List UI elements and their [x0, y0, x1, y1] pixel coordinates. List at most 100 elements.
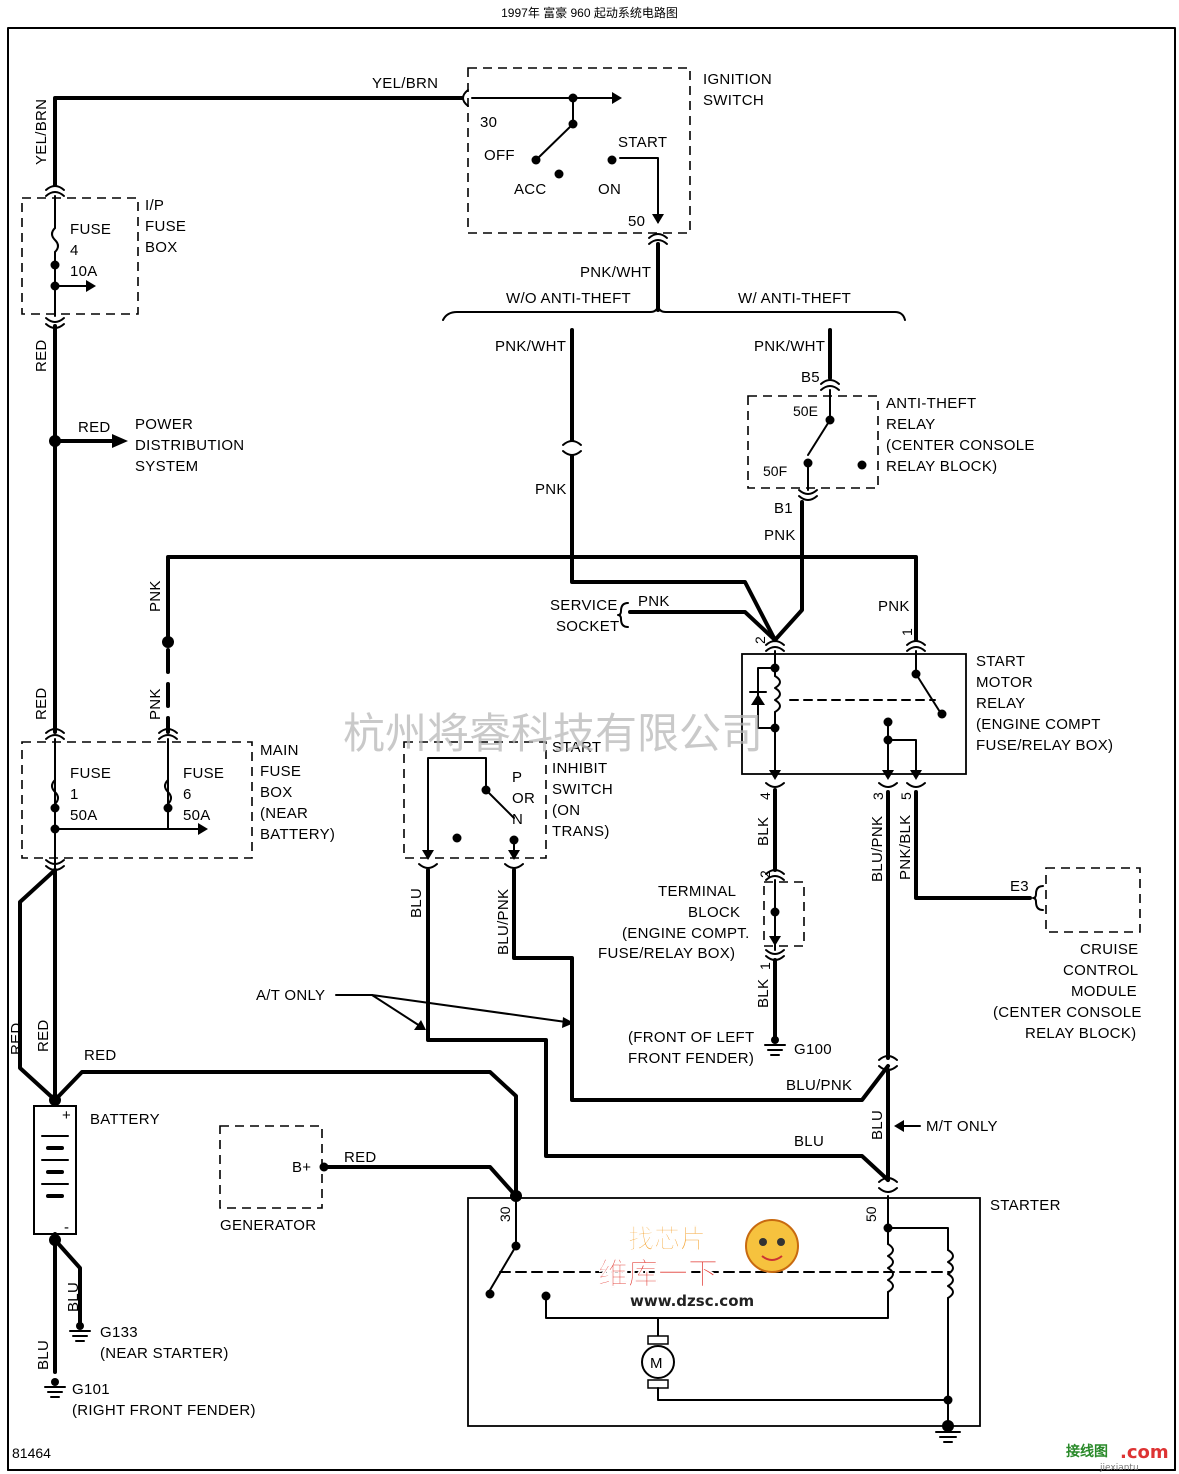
battery-minus: - [64, 1219, 69, 1236]
cruise-label-2: CONTROL [1063, 962, 1138, 979]
corner-logo-pinyin: jiexiantu [1099, 1463, 1139, 1473]
figure-number: 81464 [12, 1445, 51, 1461]
starter-pin-50: 50 [863, 1206, 879, 1222]
logo-url: www.dzsc.com [630, 1292, 754, 1310]
starter: 30 50 STARTER M [467, 1190, 1060, 1443]
wire-label-pnk-wo: PNK [535, 481, 567, 498]
main-fuse-box: FUSE 1 50A FUSE 6 50A MAIN FUSE BOX (NEA… [21, 728, 335, 871]
wire-label-pnk-wht-wo: PNK/WHT [495, 338, 566, 355]
inhibit-pos-p: P [512, 769, 522, 786]
g101-label: G101 [72, 1381, 110, 1398]
anti-theft-relay: 50E 50F B5 B1 ANTI-THEFT RELAY (CENTER C… [747, 328, 1034, 517]
inhibit-pos-n: N [512, 811, 523, 828]
wire-label-red-upper: RED [33, 339, 50, 372]
main-fuse-box-label-4: (NEAR [260, 805, 308, 822]
starter-pin-30: 30 [497, 1206, 513, 1222]
logo-text-2: 维库一下 [598, 1257, 718, 1292]
wire-label-red-mid: RED [33, 687, 50, 720]
main-fuse6-label: FUSE [183, 765, 224, 782]
anti-theft-label-1: ANTI-THEFT [886, 395, 977, 412]
start-inhibit-switch: P OR N START INHIBIT SWITCH (ON TRANS) [403, 739, 613, 869]
wire-label-red-pds: RED [78, 419, 111, 436]
relay-pin-3: 3 [870, 792, 886, 800]
wire-label-red-starter: RED [84, 1047, 117, 1064]
g101-location: (RIGHT FRONT FENDER) [72, 1402, 256, 1419]
corner-logo: 接线图 .com jiexiantu [1066, 1442, 1169, 1473]
wire-label-pnk-relay-pin1: PNK [878, 598, 910, 615]
terminal-block-label-4: FUSE/RELAY BOX) [598, 945, 735, 962]
wire-label-blk-lower: BLK [755, 979, 772, 1008]
relay-pin-2: 2 [752, 636, 768, 644]
terminal-block-pin-1: 1 [757, 962, 773, 970]
terminal-block-label-3: (ENGINE COMPT. [622, 925, 750, 942]
terminal-block-pin-2: 2 [757, 870, 773, 878]
g133-location: (NEAR STARTER) [100, 1345, 229, 1362]
ignition-acc: ACC [514, 181, 547, 198]
wire-label-blu-mt: BLU [869, 1110, 886, 1140]
inhibit-pos-or: OR [512, 790, 535, 807]
cruise-control-module: E3 CRUISE CONTROL MODULE (CENTER CONSOLE… [993, 867, 1142, 1042]
main-fuse6-number: 6 [183, 786, 192, 803]
cruise-label-4: (CENTER CONSOLE [993, 1004, 1142, 1021]
main-fuse-box-label-1: MAIN [260, 742, 299, 759]
ground-g100: G100 (FRONT OF LEFT FRONT FENDER) [628, 1029, 832, 1067]
cruise-conn-e3: E3 [1010, 878, 1029, 895]
generator-terminal: B+ [292, 1159, 311, 1176]
watermark: 杭州将睿科技有限公司 [343, 709, 763, 758]
main-fuse1-rating: 50A [70, 807, 98, 824]
wire-label-blu-g101: BLU [35, 1340, 52, 1370]
main-fuse1-label: FUSE [70, 765, 111, 782]
relay-label-4: (ENGINE COMPT [976, 716, 1101, 733]
ignition-off: OFF [484, 147, 515, 164]
relay-label-5: FUSE/RELAY BOX) [976, 737, 1113, 754]
corner-logo-cn: 接线图 [1066, 1443, 1108, 1460]
main-fuse-box-label-5: BATTERY) [260, 826, 335, 843]
relay-label-2: MOTOR [976, 674, 1033, 691]
wire-label-yel-brn-top: YEL/BRN [372, 75, 438, 92]
wire-label-pnk-wht-ign: PNK/WHT [580, 264, 651, 281]
relay-label-1: START [976, 653, 1025, 670]
wire-label-blk-upper: BLK [755, 817, 772, 846]
wire-label-blu-pnk-relay: BLU/PNK [869, 816, 886, 882]
ignition-switch: IGNITION SWITCH 30 OFF ACC ON START 50 [53, 67, 772, 312]
logo-text-1: 找芯片 [628, 1225, 706, 1255]
main-fuse-box-label-3: BOX [260, 784, 293, 801]
anti-theft-pin-50f: 50F [763, 463, 787, 479]
anti-theft-conn-b5: B5 [801, 369, 820, 386]
terminal-block-label-2: BLOCK [688, 904, 740, 921]
inhibit-label-4: (ON [552, 802, 580, 819]
wire-label-blu-starter: BLU [794, 1133, 824, 1150]
wire-label-pnk-blk: PNK/BLK [897, 815, 914, 880]
battery-label: BATTERY [90, 1111, 160, 1128]
wire-label-pnk-left-upper: PNK [147, 580, 164, 612]
anti-theft-label-2: RELAY [886, 416, 936, 433]
g100-label: G100 [794, 1041, 832, 1058]
relay-label-3: RELAY [976, 695, 1026, 712]
mt-only-label: M/T ONLY [926, 1118, 998, 1135]
battery: + - BATTERY [33, 1105, 160, 1236]
ignition-start: START [618, 134, 667, 151]
inhibit-label-5: TRANS) [552, 823, 610, 840]
service-socket-label-2: SOCKET [556, 618, 619, 635]
ip-fuse-box-label-3: BOX [145, 239, 178, 256]
inhibit-label-3: SWITCH [552, 781, 613, 798]
inhibit-label-2: INHIBIT [552, 760, 607, 777]
relay-pin-5: 5 [898, 792, 914, 800]
pds-line-1: POWER [135, 416, 193, 433]
at-only-note: A/T ONLY [256, 987, 574, 1030]
wire-label-yel-brn-vertical: YEL/BRN [33, 99, 50, 165]
ip-fuse-rating: 10A [70, 263, 98, 280]
ip-fuse-box: FUSE 4 10A I/P FUSE BOX [21, 185, 186, 329]
branch-wo-anti-theft: W/O ANTI-THEFT [506, 290, 631, 307]
ignition-pin-30: 30 [480, 114, 497, 131]
battery-plus: + [62, 1107, 71, 1124]
g100-location-2: FRONT FENDER) [628, 1050, 754, 1067]
wire-label-pnk-left-lower: PNK [147, 688, 164, 720]
pds-line-3: SYSTEM [135, 458, 198, 475]
ip-fuse-label: FUSE [70, 221, 111, 238]
g133-label: G133 [100, 1324, 138, 1341]
ip-fuse-number: 4 [70, 242, 79, 259]
anti-theft-label-4: RELAY BLOCK) [886, 458, 997, 475]
at-only-label: A/T ONLY [256, 987, 325, 1004]
wire-label-blu-inhibit: BLU [408, 888, 425, 918]
